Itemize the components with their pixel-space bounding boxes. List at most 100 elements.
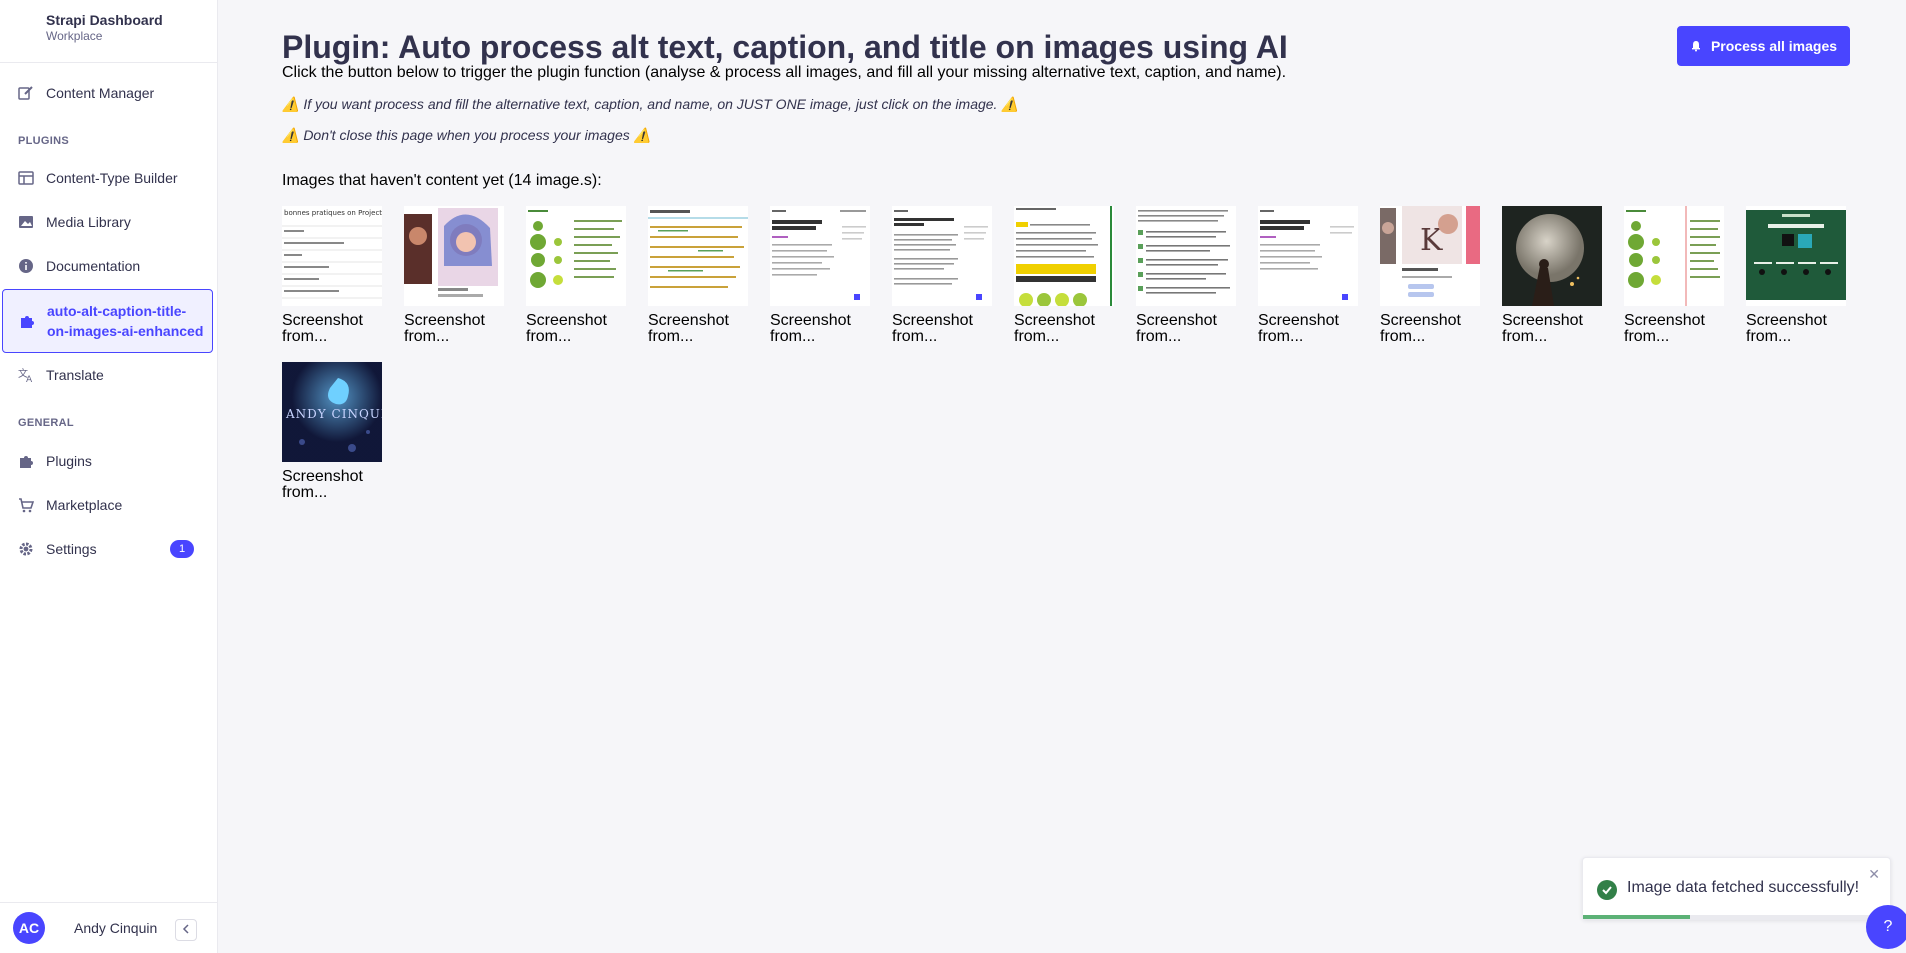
help-icon: ? [1883, 918, 1893, 935]
help-button[interactable]: ? [1866, 905, 1906, 949]
image-thumbnail [1746, 206, 1846, 306]
nav-label: Content Manager [46, 85, 155, 101]
caption-line1: Screenshot [1624, 312, 1705, 329]
caption-line2: from... [1136, 328, 1182, 345]
caption-line2: from... [1014, 328, 1060, 345]
gear-icon [18, 541, 34, 557]
caption-line1: Screenshot [648, 312, 729, 329]
nav-content-manager[interactable]: Content Manager [2, 73, 213, 113]
toast-progress-fill [1583, 915, 1691, 919]
image-thumbnail [1258, 206, 1358, 306]
thumb-text: bonnes pratiques on Project h [284, 209, 382, 217]
caption-line2: from... [1624, 328, 1670, 345]
caption-line1: Screenshot [1258, 312, 1339, 329]
success-toast: Image data fetched successfully! ✕ [1582, 857, 1891, 920]
nav-label: auto-alt-caption-title- on-images-ai-enh… [47, 301, 203, 341]
caption-line2: from... [770, 328, 816, 345]
image-thumbnail [1136, 206, 1236, 306]
warning-dont-close: ⚠️ Don't close this page when you proces… [282, 127, 652, 143]
cart-icon [18, 497, 34, 513]
image-thumbnail [648, 206, 748, 306]
image-thumbnail: K [1380, 206, 1480, 306]
image-thumbnail [1502, 206, 1602, 306]
caption-line1: Screenshot [282, 468, 363, 485]
caption-line1: Screenshot [404, 312, 485, 329]
nav-settings[interactable]: Settings 1 [2, 529, 213, 569]
user-name[interactable]: Andy Cinquin [74, 920, 158, 936]
brand-title: Strapi Dashboard [46, 12, 163, 28]
caption-line2: from... [404, 328, 450, 345]
brand: Strapi Dashboard Workplace [0, 0, 217, 63]
thumb-text: ANDY CINQUIN [285, 407, 382, 421]
nav-content-type-builder[interactable]: Content-Type Builder [2, 158, 213, 198]
process-all-images-button[interactable]: Process all images [1677, 26, 1850, 66]
images-heading: Images that haven't content yet (14 imag… [282, 172, 602, 189]
image-thumbnail [526, 206, 626, 306]
caption-line2: from... [282, 484, 328, 501]
avatar[interactable]: AC [13, 912, 45, 944]
nav-media-library[interactable]: Media Library [2, 202, 213, 242]
brand-subtitle: Workplace [46, 29, 103, 43]
intro-text: Click the button below to trigger the pl… [282, 64, 1287, 81]
nav-label-line2: on-images-ai-enhanced [47, 323, 204, 339]
collapse-sidebar-button[interactable] [175, 919, 197, 941]
settings-badge: 1 [170, 540, 194, 558]
nav-plugins[interactable]: Plugins [2, 441, 213, 481]
toast-progress-track [1583, 915, 1890, 919]
nav-label-line1: auto-alt-caption-title- [47, 303, 187, 319]
image-thumbnail [892, 206, 992, 306]
image-thumbnail [1014, 206, 1114, 306]
sidebar: Strapi Dashboard Workplace Content Manag… [0, 0, 218, 953]
caption-line1: Screenshot [526, 312, 607, 329]
page-title: Plugin: Auto process alt text, caption, … [282, 29, 1288, 65]
nav-label: Settings [46, 541, 97, 557]
toast-message: Image data fetched successfully! [1627, 879, 1860, 896]
puzzle-icon [18, 453, 34, 469]
nav-auto-alt-caption-plugin[interactable]: auto-alt-caption-title- on-images-ai-enh… [2, 289, 213, 353]
caption-line1: Screenshot [770, 312, 851, 329]
caption-line1: Screenshot [1380, 312, 1461, 329]
nav-documentation[interactable]: Documentation [2, 246, 213, 286]
check-circle-icon [1597, 880, 1617, 900]
nav-marketplace[interactable]: Marketplace [2, 485, 213, 525]
image-tile[interactable]: bonnes pratiques on Project h Screenshot… [282, 206, 382, 345]
image-tile[interactable]: ANDY CINQUIN Screenshotfrom... [282, 362, 382, 501]
sidebar-footer: AC Andy Cinquin [0, 902, 218, 953]
caption-line2: from... [282, 328, 328, 345]
caption-line2: from... [526, 328, 572, 345]
close-icon[interactable]: ✕ [1868, 866, 1880, 882]
caption-line2: from... [892, 328, 938, 345]
pencil-icon [18, 85, 34, 101]
image-thumbnail [770, 206, 870, 306]
caption-line2: from... [1258, 328, 1304, 345]
svg-text:K: K [1420, 223, 1443, 258]
section-label-general: GENERAL [18, 417, 74, 429]
main-content: Plugin: Auto process alt text, caption, … [219, 0, 1906, 953]
caption-line1: Screenshot [892, 312, 973, 329]
nav-label: Translate [46, 367, 104, 383]
caption-line1: Screenshot [1136, 312, 1217, 329]
